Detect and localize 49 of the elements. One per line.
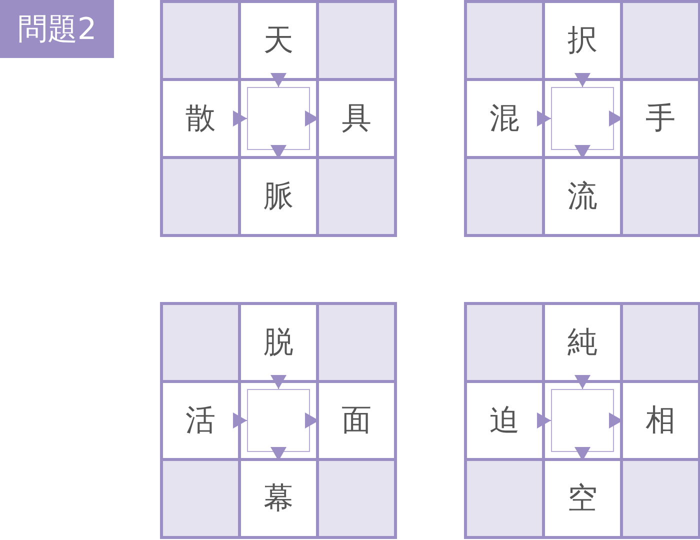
kanji-text: 流: [568, 182, 598, 212]
kanji-cell: [241, 159, 316, 234]
kanji-cell: [467, 383, 542, 458]
kanji-cell: [319, 383, 394, 458]
arrow: [270, 375, 286, 390]
puzzle-grid: [464, 302, 700, 539]
kanji-cell: [545, 159, 620, 234]
kanji-text: 手: [646, 104, 676, 134]
kanji-cell: [545, 305, 620, 380]
kanji-cell: [319, 81, 394, 156]
kanji-text: 天: [264, 26, 294, 56]
arrow: [574, 73, 590, 88]
kanji-text: 択: [568, 26, 598, 56]
problem-badge: 問題2: [0, 0, 114, 58]
arrow: [233, 412, 248, 428]
kanji-text: 脈: [264, 182, 294, 212]
arrow: [270, 73, 286, 88]
arrow: [233, 110, 248, 126]
answer-box: [247, 389, 310, 452]
kanji-text: 脱: [264, 328, 294, 358]
kanji-text: 迫: [490, 406, 520, 436]
arrow: [537, 412, 552, 428]
arrow: [537, 110, 552, 126]
puzzle-grid: [464, 0, 700, 237]
kanji-cell: [467, 81, 542, 156]
kanji-text: 相: [646, 406, 676, 436]
kanji-text: 面: [342, 406, 372, 436]
kanji-cell: [241, 3, 316, 78]
kanji-text: 活: [186, 406, 216, 436]
kanji-cell: [241, 305, 316, 380]
puzzle-grid: [160, 0, 397, 237]
puzzle-grid: [160, 302, 397, 539]
kanji-text: 幕: [264, 484, 294, 514]
kanji-text: 具: [342, 104, 372, 134]
answer-box: [247, 87, 310, 150]
kanji-text: 散: [186, 104, 216, 134]
kanji-cell: [241, 461, 316, 536]
kanji-cell: [623, 383, 698, 458]
answer-box: [551, 389, 614, 452]
arrow: [574, 375, 590, 390]
kanji-cell: [545, 461, 620, 536]
kanji-text: 混: [490, 104, 520, 134]
kanji-cell: [163, 383, 238, 458]
kanji-cell: [623, 81, 698, 156]
answer-box: [551, 87, 614, 150]
kanji-cell: [163, 81, 238, 156]
kanji-cell: [545, 3, 620, 78]
kanji-text: 純: [568, 328, 598, 358]
kanji-text: 空: [568, 484, 598, 514]
